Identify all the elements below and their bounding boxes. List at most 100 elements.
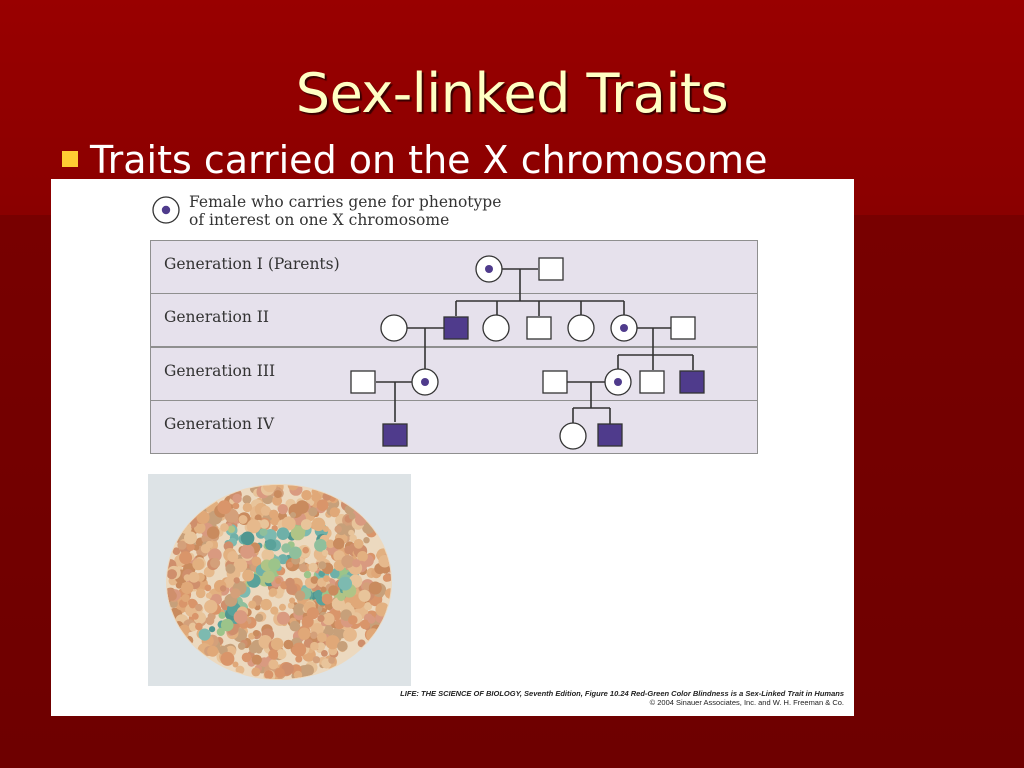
plate-dot xyxy=(252,655,262,665)
plate-dot xyxy=(251,667,260,676)
carrier-female-symbol xyxy=(476,256,502,282)
plate-dot xyxy=(163,588,176,601)
plate-dot xyxy=(242,570,254,582)
plate-dot xyxy=(337,641,348,652)
unaffected-male-symbol xyxy=(543,371,567,393)
plate-dot xyxy=(243,503,252,512)
plate-dot xyxy=(368,616,376,624)
plate-dot xyxy=(205,585,212,592)
plate-dot xyxy=(217,500,231,514)
plate-dot xyxy=(302,664,314,676)
plate-dot xyxy=(299,564,307,572)
plate-dot xyxy=(268,659,278,669)
plate-dot xyxy=(261,599,272,610)
plate-dot xyxy=(268,649,278,659)
plate-dot xyxy=(195,623,203,631)
plate-dot xyxy=(338,577,352,591)
plate-dot xyxy=(344,546,352,554)
plate-dot xyxy=(269,510,278,519)
plate-dot xyxy=(275,668,285,678)
plate-dot xyxy=(243,495,252,504)
plate-dot xyxy=(248,601,256,609)
plate-dot xyxy=(228,526,235,533)
legend-text: Female who carries gene for phenotype of… xyxy=(189,193,609,229)
slide-title: Sex-linked Traits xyxy=(0,62,1024,125)
pedigree-lines xyxy=(150,240,758,454)
unaffected-male-symbol xyxy=(527,317,551,339)
plate-dot xyxy=(249,643,259,653)
plate-dot xyxy=(234,610,248,624)
plate-dot xyxy=(268,558,280,570)
plate-dot xyxy=(349,513,356,520)
plate-dot xyxy=(354,539,364,549)
plate-dot xyxy=(321,650,328,657)
plate-dot xyxy=(363,537,369,543)
carrier-female-symbol xyxy=(611,315,637,341)
plate-dot xyxy=(279,604,286,611)
plate-dot xyxy=(181,582,193,594)
affected-male-symbol xyxy=(680,371,704,393)
plate-dot xyxy=(238,642,246,650)
plate-dot xyxy=(275,578,281,584)
plate-dot xyxy=(260,528,268,536)
unaffected-female-symbol xyxy=(381,315,407,341)
carrier-female-symbol xyxy=(412,369,438,395)
plate-dot xyxy=(277,527,290,540)
plate-dot xyxy=(277,612,290,625)
plate-dot xyxy=(207,526,220,539)
plate-dot xyxy=(241,532,255,546)
unaffected-female-symbol xyxy=(483,315,509,341)
plate-dot xyxy=(333,538,344,549)
plate-dot xyxy=(182,594,190,602)
plate-dot xyxy=(348,615,358,625)
affected-male-symbol xyxy=(598,424,622,446)
plate-dot xyxy=(310,642,319,651)
plate-dot xyxy=(318,561,326,569)
plate-dot xyxy=(197,511,210,524)
credit-copyright: © 2004 Sinauer Associates, Inc. and W. H… xyxy=(400,698,844,707)
plate-dot xyxy=(269,588,277,596)
bullet-text: Traits carried on the X chromosome xyxy=(90,138,767,182)
plate-dot xyxy=(281,543,291,553)
unaffected-male-symbol xyxy=(671,317,695,339)
plate-dot xyxy=(317,499,329,511)
plate-dot xyxy=(298,628,310,640)
plate-dot xyxy=(322,550,328,556)
plate-dot xyxy=(278,504,288,514)
plate-dot xyxy=(320,587,326,593)
plate-dot xyxy=(271,638,284,651)
plate-dot xyxy=(221,619,234,632)
plate-dot xyxy=(270,607,278,615)
plate-dot xyxy=(352,559,360,567)
plate-dot xyxy=(312,518,326,532)
plate-dot xyxy=(341,555,354,568)
plate-dot xyxy=(335,525,342,532)
plate-dot xyxy=(206,616,215,625)
unaffected-female-symbol xyxy=(568,315,594,341)
plate-dot xyxy=(179,551,192,564)
plate-dot xyxy=(358,590,370,602)
plate-dot xyxy=(317,633,327,643)
plate-dot xyxy=(167,569,177,579)
credit-figure: Figure 10.24 Red-Green Color Blindness i… xyxy=(583,689,844,698)
plate-dot xyxy=(255,614,263,622)
plate-dot xyxy=(227,551,238,562)
plate-dot xyxy=(199,629,211,641)
plate-dot xyxy=(328,585,338,595)
plate-dot xyxy=(383,574,391,582)
plate-dot xyxy=(317,615,324,622)
plate-dot xyxy=(226,564,236,574)
plate-dot xyxy=(209,626,215,632)
plate-dot xyxy=(207,646,218,657)
pedigree-chart: Generation I (Parents) Generation II Gen… xyxy=(150,240,758,454)
plate-dot xyxy=(289,547,302,560)
plate-dot xyxy=(323,575,330,582)
plate-dot xyxy=(220,523,229,532)
plate-dot xyxy=(234,577,240,583)
plate-dot xyxy=(192,558,204,570)
plate-dot xyxy=(290,512,296,518)
plate-dot xyxy=(253,630,259,636)
plate-dot xyxy=(265,539,276,550)
plate-dot xyxy=(291,646,300,655)
unaffected-male-symbol xyxy=(640,371,664,393)
